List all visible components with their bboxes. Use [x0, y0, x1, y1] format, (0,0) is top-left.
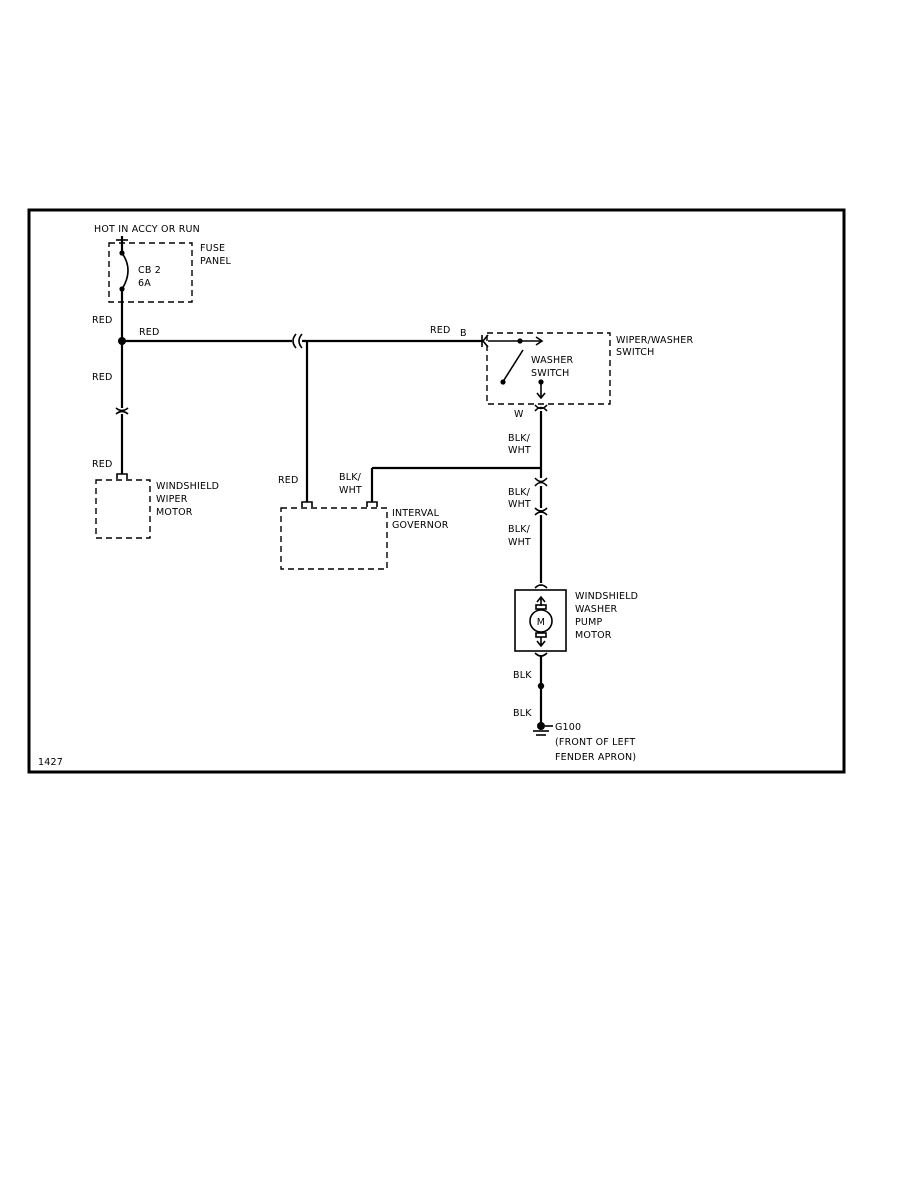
wire-label-red-main: RED — [139, 327, 160, 338]
interval-governor-label-2: GOVERNOR — [392, 520, 449, 531]
washer-switch-label-2: SWITCH — [531, 368, 569, 379]
splice-blk — [537, 682, 545, 690]
wiper-washer-label-1: WIPER/WASHER — [616, 335, 693, 346]
wire-label-blk-wht-2a: BLK/ — [508, 487, 531, 498]
connector-pump-bottom — [534, 652, 548, 657]
ground-label-2: (FRONT OF LEFT — [555, 737, 635, 748]
wire-label-red-governor: RED — [278, 475, 299, 486]
pump-motor-label-2: WASHER — [575, 604, 618, 615]
breaker-label-1: CB 2 — [138, 265, 161, 276]
wire-label-blk-2: BLK — [513, 708, 532, 719]
wire-label-red-2: RED — [92, 372, 113, 383]
switch-arrow — [535, 336, 544, 346]
switch-contact-w — [538, 379, 544, 385]
wire-label-red-3: RED — [92, 459, 113, 470]
wiper-motor-box — [95, 479, 151, 539]
pump-motor-label-3: PUMP — [575, 617, 602, 628]
connector-left — [115, 407, 129, 415]
wire-label-blk-wht-1a: BLK/ — [508, 433, 531, 444]
switch-terminal-b — [481, 334, 489, 348]
motor-brush-bottom — [535, 632, 547, 638]
wiper-motor-terminal — [116, 473, 128, 479]
ground-g100-icon — [537, 722, 545, 730]
interval-governor-box — [280, 507, 388, 570]
wire-label-red-switch: RED — [430, 325, 451, 336]
governor-terminal-red — [301, 501, 313, 507]
interval-governor-label-1: INTERVAL — [392, 508, 440, 519]
hot-label: HOT IN ACCY OR RUN — [94, 224, 200, 235]
wire-label-blk-1: BLK — [513, 670, 532, 681]
wiper-motor-label-1: WINDSHIELD — [156, 481, 219, 492]
figure-number: 1427 — [38, 757, 63, 768]
connector-blk-wht-1 — [534, 477, 548, 487]
wiper-washer-label-2: SWITCH — [616, 347, 654, 358]
ground-label-3: FENDER APRON) — [555, 752, 636, 763]
fuse-panel-label-2: PANEL — [200, 256, 232, 267]
wire-label-red-1: RED — [92, 315, 113, 326]
pump-motor-box — [514, 589, 567, 652]
diagram-frame — [27, 208, 846, 774]
wiper-motor-label-3: MOTOR — [156, 507, 193, 518]
wiper-washer-switch-box — [486, 332, 611, 405]
fuse-panel-box — [108, 242, 193, 303]
wire-label-blk-wht-2b: WHT — [508, 499, 531, 510]
wire-label-blk-wht-gov-b: WHT — [339, 485, 362, 496]
governor-terminal-blk-wht — [366, 501, 378, 507]
wire-label-blk-wht-1b: WHT — [508, 445, 531, 456]
switch-arrow-down — [536, 392, 546, 400]
connector-main — [292, 333, 303, 349]
pump-terminal-top — [534, 584, 548, 589]
fuse-panel-label-1: FUSE — [200, 243, 225, 254]
breaker-label-2: 6A — [138, 278, 151, 289]
washer-switch-label-1: WASHER — [531, 355, 574, 366]
pump-motor-label-1: WINDSHIELD — [575, 591, 638, 602]
wire-label-blk-wht-3b: WHT — [508, 537, 531, 548]
ground-label-1: G100 — [555, 722, 581, 733]
wiper-motor-label-2: WIPER — [156, 494, 188, 505]
pin-w-label: W — [514, 409, 524, 420]
pump-motor-label-4: MOTOR — [575, 630, 612, 641]
pump-arrow-down — [536, 637, 546, 648]
wire-label-blk-wht-3a: BLK/ — [508, 524, 531, 535]
wire-label-blk-wht-gov-a: BLK/ — [339, 472, 362, 483]
circuit-breaker-symbol — [121, 252, 129, 290]
switch-contact-top — [517, 338, 523, 344]
connector-blk-wht-2 — [534, 507, 548, 516]
washer-switch-lever — [503, 349, 524, 381]
motor-brush-top — [535, 604, 547, 610]
pin-b-label: B — [460, 328, 467, 339]
motor-symbol-circle — [529, 609, 553, 633]
switch-contact-bottom — [500, 379, 506, 385]
motor-symbol-letter: M — [537, 617, 545, 628]
connector-w — [534, 404, 548, 412]
